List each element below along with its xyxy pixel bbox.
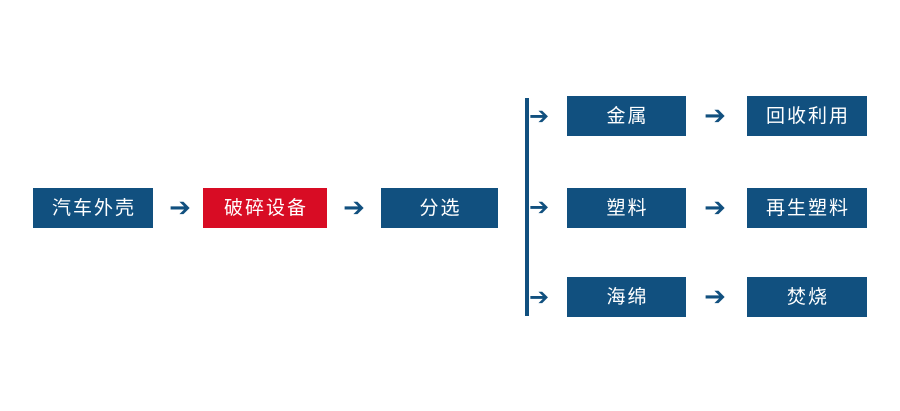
node-sorting-label: 分选 [419,196,462,219]
arrow-right-icon-out-2: ➔ [704,193,726,223]
arrow-right-icon-branch-3: ➔ [529,283,550,311]
arrow-right-icon-chain-2: ➔ [343,193,365,223]
node-sorting[interactable]: 分选 [381,188,498,228]
node-incineration-label: 焚烧 [786,285,829,308]
node-recycle-label: 回收利用 [765,104,850,127]
arrow-right-icon-out-1: ➔ [704,101,726,131]
node-replastic[interactable]: 再生塑料 [747,188,867,228]
node-plastic-label: 塑料 [606,196,649,219]
arrow-right-icon-branch-1: ➔ [529,102,550,130]
node-incineration[interactable]: 焚烧 [747,277,867,317]
node-sponge[interactable]: 海绵 [567,277,686,317]
node-replastic-label: 再生塑料 [765,196,850,219]
node-car-shell[interactable]: 汽车外壳 [33,188,153,228]
node-recycle[interactable]: 回收利用 [747,96,867,136]
node-metal-label: 金属 [606,104,649,127]
node-metal[interactable]: 金属 [567,96,686,136]
arrow-right-icon-branch-2: ➔ [529,193,550,221]
node-crusher-label: 破碎设备 [223,196,308,219]
arrow-right-icon-chain-1: ➔ [169,193,191,223]
node-car-shell-label: 汽车外壳 [51,196,136,219]
node-sponge-label: 海绵 [606,285,649,308]
node-crusher[interactable]: 破碎设备 [203,188,327,228]
branch-spine-connector [525,98,529,316]
arrow-right-icon-out-3: ➔ [704,282,726,312]
node-plastic[interactable]: 塑料 [567,188,686,228]
